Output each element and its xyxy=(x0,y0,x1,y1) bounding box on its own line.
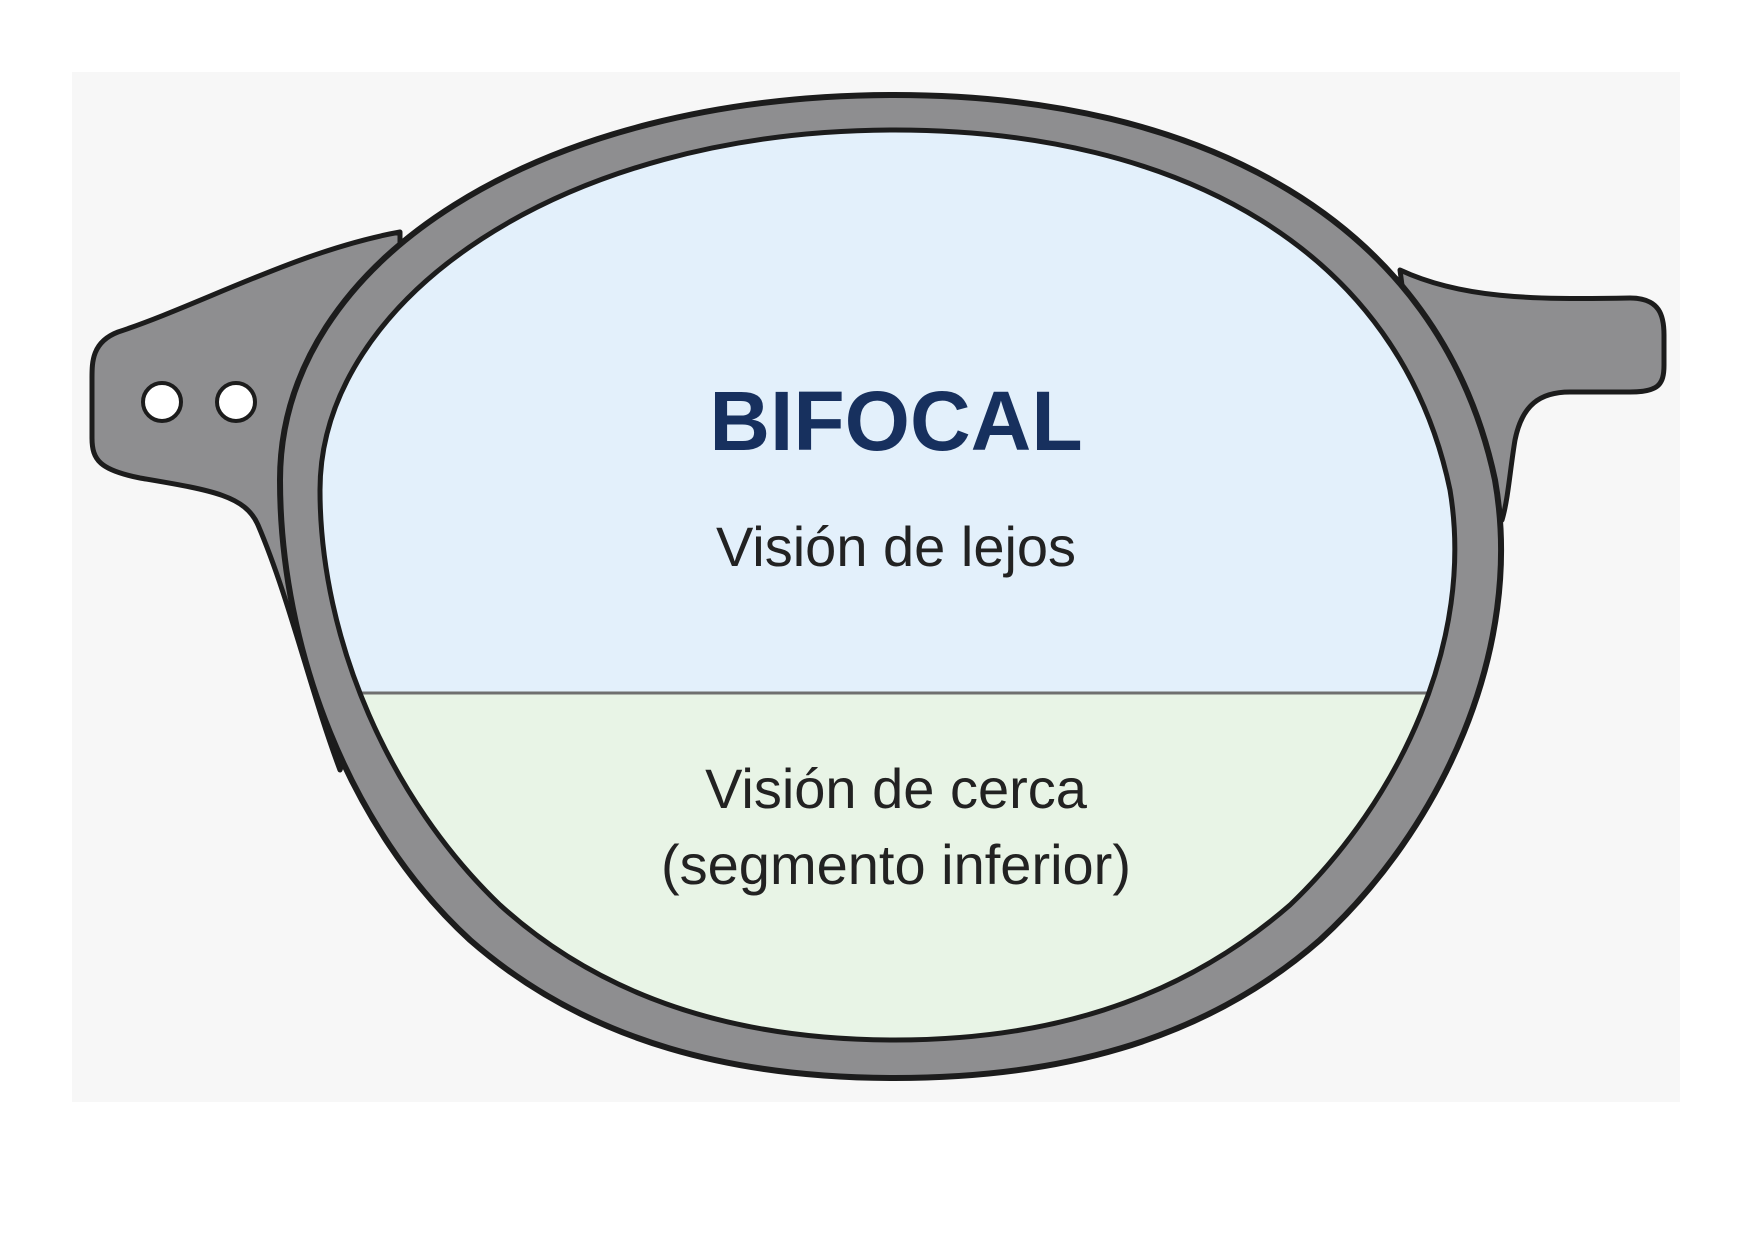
lens-outline xyxy=(317,127,1458,1043)
lens-type-title: BIFOCAL xyxy=(709,374,1082,468)
screw-hole-1 xyxy=(141,381,183,423)
near-vision-label: Visión de cerca xyxy=(705,757,1088,820)
screw-hole-2 xyxy=(215,381,257,423)
near-vision-sublabel: (segmento inferior) xyxy=(661,833,1131,896)
distance-vision-label: Visión de lejos xyxy=(716,515,1076,578)
